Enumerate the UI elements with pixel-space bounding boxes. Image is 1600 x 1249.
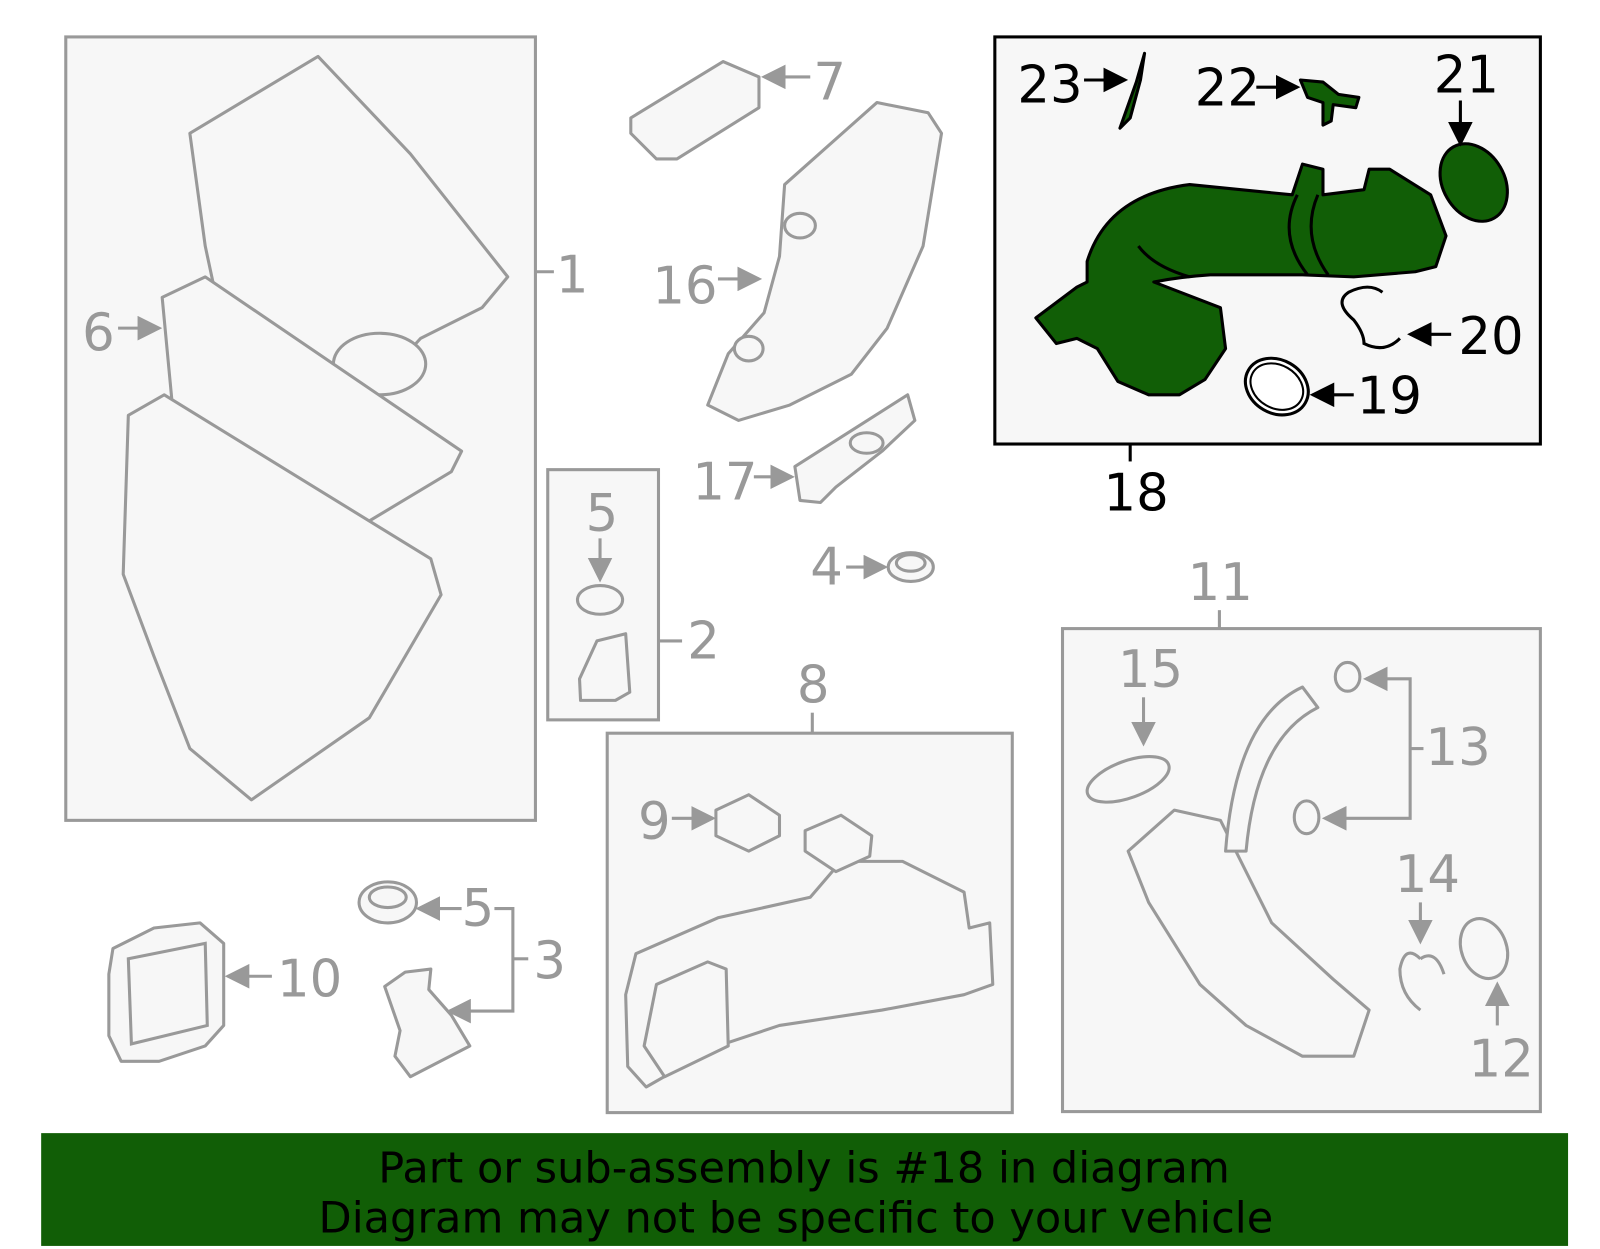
part-4-grommet[interactable]: 4	[810, 538, 935, 598]
callout-3: 3	[533, 931, 566, 991]
part-7-sensor[interactable]: 7	[629, 52, 846, 161]
callout-21: 21	[1434, 45, 1499, 105]
callout-11: 11	[1188, 553, 1253, 613]
banner-line-1: Part or sub-assembly is #18 in diagram	[378, 1143, 1230, 1193]
group-8-duct[interactable]: 8 9	[605, 655, 1014, 1115]
callout-20: 20	[1458, 307, 1523, 367]
banner-line-2: Diagram may not be specific to your vehi…	[319, 1194, 1274, 1244]
callout-23: 23	[1017, 56, 1082, 116]
group-11-hose-assembly[interactable]: 11 15 13 14 12	[1060, 553, 1542, 1114]
callout-17: 17	[692, 452, 757, 512]
group-3[interactable]: 5 3	[357, 879, 566, 1079]
callout-10: 10	[277, 950, 342, 1010]
intake-hose-18[interactable]	[1034, 162, 1448, 397]
callout-5-second: 5	[462, 879, 495, 939]
group-18-intake-hose-assembly[interactable]: 23 22 21 20 19 18	[993, 35, 1542, 524]
callout-13: 13	[1426, 718, 1491, 778]
callout-15: 15	[1118, 640, 1183, 700]
callout-1: 1	[556, 245, 589, 305]
callout-18: 18	[1104, 464, 1169, 524]
group-1-air-cleaner[interactable]: 1 6	[64, 35, 589, 822]
callout-4: 4	[810, 538, 843, 598]
callout-8: 8	[797, 655, 830, 715]
callout-19: 19	[1357, 366, 1422, 426]
group-2[interactable]: 5 2	[546, 468, 720, 722]
part-10-grille[interactable]: 10	[107, 921, 342, 1063]
callout-22: 22	[1195, 59, 1260, 119]
callout-2: 2	[687, 611, 720, 671]
callout-5: 5	[586, 484, 619, 544]
callout-6: 6	[82, 304, 115, 364]
callout-7: 7	[813, 52, 846, 112]
info-banner: Part or sub-assembly is #18 in diagram D…	[41, 1133, 1569, 1246]
callout-14: 14	[1395, 845, 1460, 905]
callout-16: 16	[652, 257, 717, 317]
part-17-bracket[interactable]: 17	[692, 393, 917, 513]
part-16-duct[interactable]: 16	[652, 101, 944, 422]
callout-9: 9	[638, 792, 671, 852]
callout-12: 12	[1469, 1030, 1534, 1090]
